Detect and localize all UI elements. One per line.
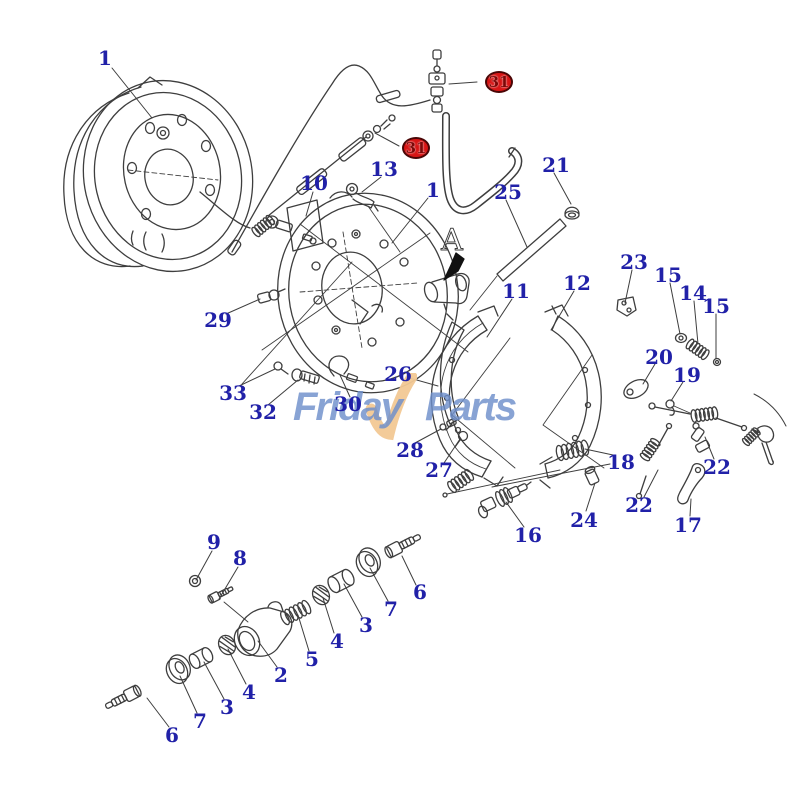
part-label-6: 6 bbox=[165, 723, 179, 747]
part-label-17: 17 bbox=[674, 513, 702, 537]
part-label-30: 30 bbox=[334, 392, 362, 416]
brake-drum bbox=[64, 64, 272, 289]
brake-shoe-left bbox=[431, 306, 503, 486]
part-label-23: 23 bbox=[620, 250, 648, 274]
part-label-33: 33 bbox=[219, 381, 247, 405]
brake-shoe-right bbox=[540, 305, 601, 488]
wheel-cylinder-exploded bbox=[102, 530, 424, 713]
highlight-badge-31: 31 bbox=[485, 71, 513, 93]
part-label-4: 4 bbox=[242, 680, 256, 704]
part-label-32: 32 bbox=[249, 400, 277, 424]
part-label-21: 21 bbox=[542, 153, 570, 177]
part-label-7: 7 bbox=[384, 597, 398, 621]
adjuster-assembly bbox=[443, 465, 599, 519]
part-label-29: 29 bbox=[204, 308, 232, 332]
cable-sweep bbox=[227, 65, 430, 256]
part-label-19: 19 bbox=[673, 363, 701, 387]
view-marker-letter: A bbox=[440, 223, 463, 258]
part-label-22: 22 bbox=[625, 493, 653, 517]
part-label-25: 25 bbox=[494, 180, 522, 204]
construction-lines bbox=[242, 224, 604, 468]
part-label-1: 1 bbox=[426, 178, 440, 202]
part-label-12: 12 bbox=[563, 271, 591, 295]
part-label-15: 15 bbox=[702, 294, 730, 318]
strut-and-pins bbox=[470, 207, 721, 415]
highlight-badge-text: 31 bbox=[405, 138, 427, 157]
part-label-16: 16 bbox=[514, 523, 542, 547]
part-label-14: 14 bbox=[679, 281, 707, 305]
part-label-18: 18 bbox=[607, 450, 635, 474]
highlight-badge-31: 31 bbox=[402, 137, 430, 159]
part-label-2: 2 bbox=[274, 663, 288, 687]
part-label-4: 4 bbox=[330, 629, 344, 653]
part-label-24: 24 bbox=[570, 508, 598, 532]
part-label-10: 10 bbox=[300, 171, 328, 195]
part-label-3: 3 bbox=[220, 695, 234, 719]
part-label-20: 20 bbox=[645, 345, 673, 369]
shoe-springs bbox=[445, 394, 786, 504]
part-label-6: 6 bbox=[413, 580, 427, 604]
part-label-7: 7 bbox=[193, 709, 207, 733]
part-label-15: 15 bbox=[654, 263, 682, 287]
parking-brake-cable bbox=[200, 115, 395, 239]
part-label-5: 5 bbox=[305, 647, 319, 671]
view-direction-arrow bbox=[444, 253, 464, 280]
part-label-3: 3 bbox=[359, 613, 373, 637]
part-label-11: 11 bbox=[502, 279, 530, 303]
highlight-badge-text: 31 bbox=[488, 72, 510, 91]
part-label-1: 1 bbox=[98, 46, 112, 70]
cable-end-hairpin bbox=[429, 50, 518, 210]
part-label-22: 22 bbox=[703, 455, 731, 479]
part-label-9: 9 bbox=[207, 530, 221, 554]
leader-lines bbox=[112, 68, 716, 727]
part-label-8: 8 bbox=[233, 546, 247, 570]
part-label-27: 27 bbox=[425, 458, 453, 482]
part-label-13: 13 bbox=[370, 157, 398, 181]
part-label-28: 28 bbox=[396, 438, 424, 462]
